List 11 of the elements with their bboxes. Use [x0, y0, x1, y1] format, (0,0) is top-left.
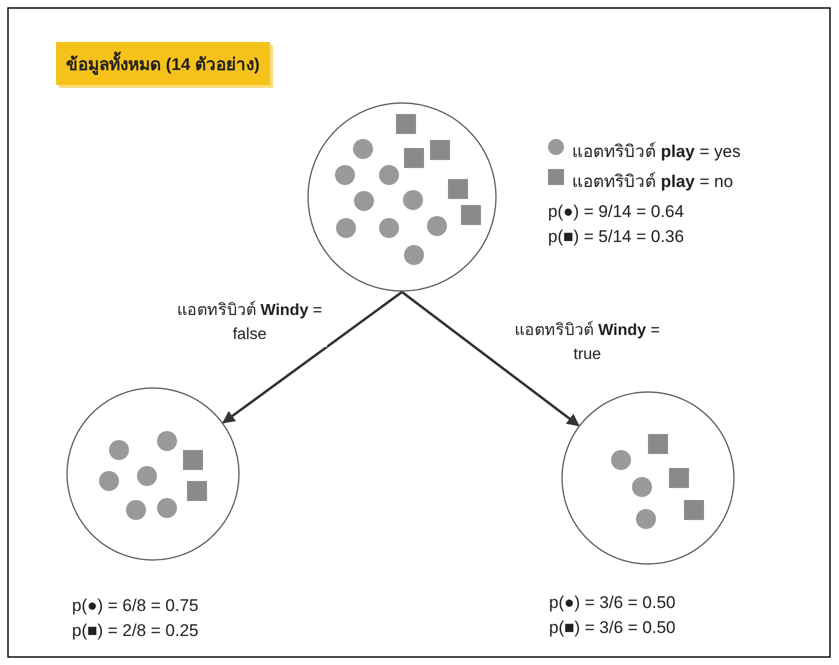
title-banner: ข้อมูลทั้งหมด (14 ตัวอย่าง) — [56, 42, 270, 85]
legend-label: แอตทริบิวต์ play = yes — [572, 141, 741, 163]
probability-formula: p(●) = 6/8 = 0.75 — [72, 595, 199, 617]
probability-formula: p(■) = 5/14 = 0.36 — [548, 226, 684, 248]
arrow — [401, 291, 580, 427]
probability-formula: p(■) = 2/8 = 0.25 — [72, 620, 199, 642]
legend-label: แอตทริบิวต์ play = no — [572, 171, 734, 193]
probability-formula: p(■) = 3/6 = 0.50 — [549, 617, 676, 639]
probability-formula: p(●) = 3/6 = 0.50 — [549, 592, 676, 614]
probability-formula: p(●) = 9/14 = 0.64 — [548, 201, 684, 223]
arrow — [222, 291, 403, 424]
